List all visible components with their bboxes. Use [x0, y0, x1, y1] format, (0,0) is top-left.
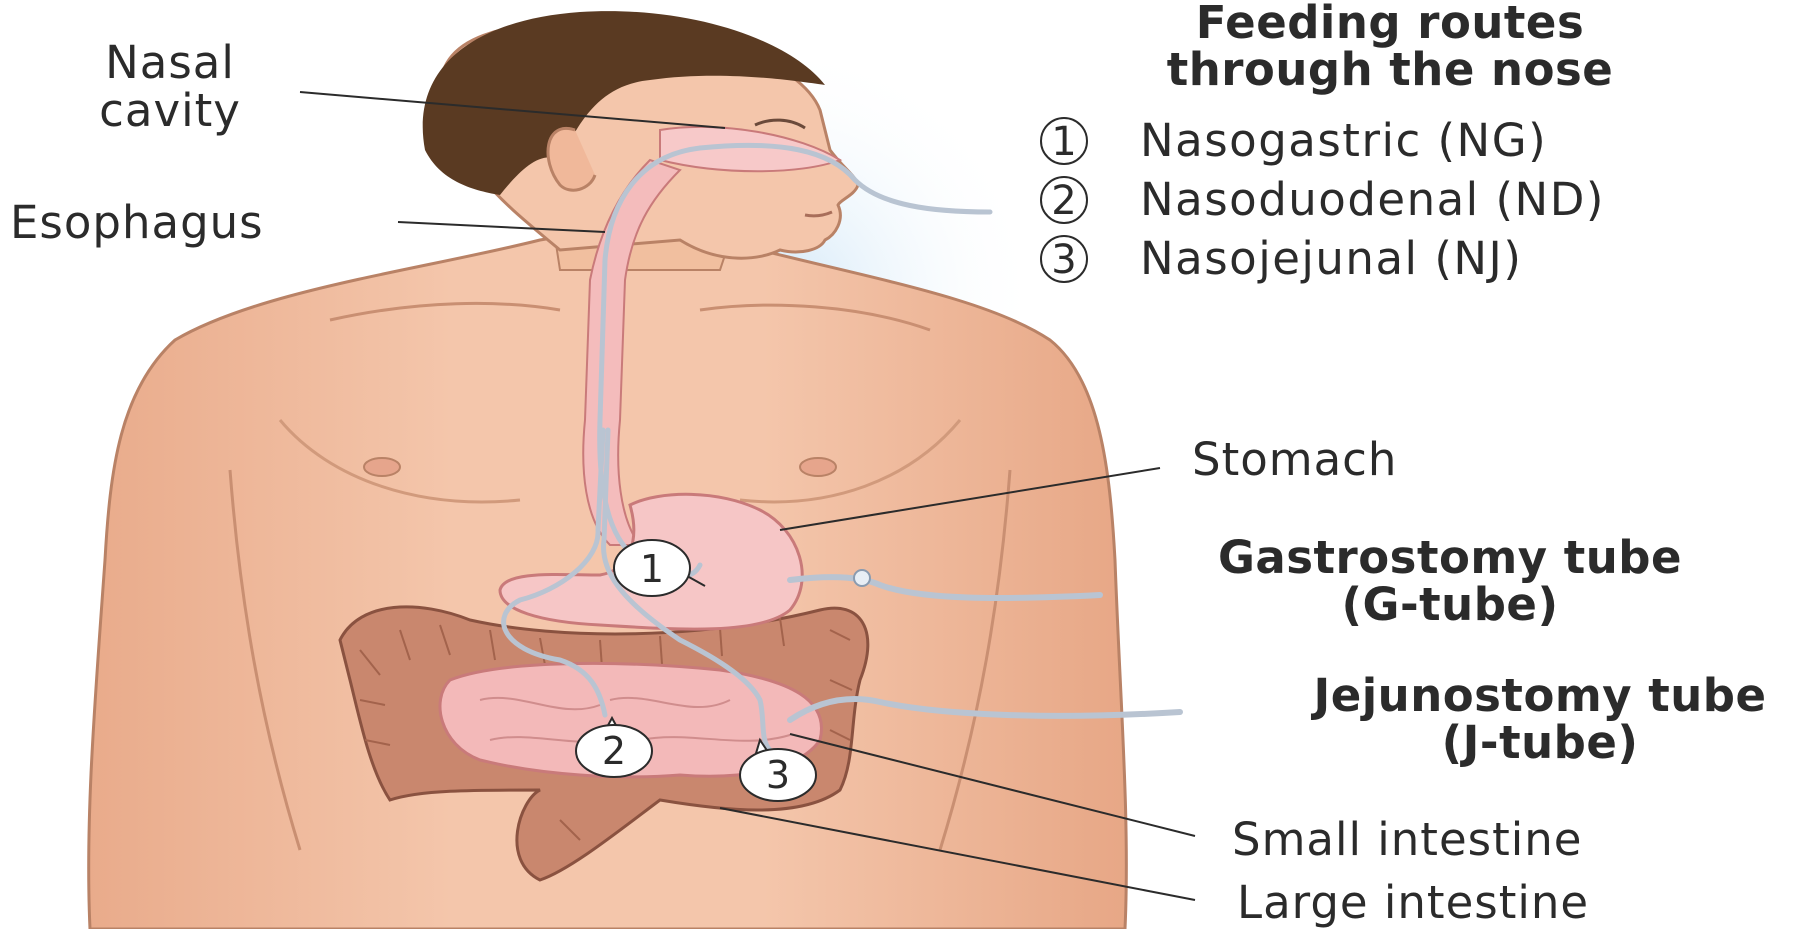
route-item-3: 3 Nasojejunal (NJ)	[1041, 232, 1522, 285]
route-item-1: 1 Nasogastric (NG)	[1041, 114, 1547, 167]
title-line-2: through the nose	[1167, 43, 1614, 96]
route-2-label: Nasoduodenal (ND)	[1140, 173, 1605, 226]
route-3-number: 3	[1051, 237, 1076, 283]
label-stomach: Stomach	[1192, 433, 1397, 486]
label-esophagus: Esophagus	[10, 196, 264, 249]
label-nasal-cavity-line-2: cavity	[99, 84, 241, 137]
marker-3-number: 3	[766, 753, 790, 797]
label-gastrostomy-tube-line-1: Gastrostomy tube	[1218, 531, 1682, 584]
label-small-intestine: Small intestine	[1232, 813, 1582, 866]
route-legend: 1 Nasogastric (NG) 2 Nasoduodenal (ND) 3…	[1041, 114, 1605, 285]
route-2-number: 2	[1051, 178, 1076, 224]
g-tube-port	[854, 570, 870, 586]
route-3-label: Nasojejunal (NJ)	[1140, 232, 1522, 285]
marker-1-number: 1	[640, 547, 664, 591]
title-line-1: Feeding routes	[1196, 0, 1584, 49]
label-jejunostomy-tube-line-1: Jejunostomy tube	[1310, 669, 1766, 722]
route-1-number: 1	[1051, 119, 1076, 165]
label-nasal-cavity-line-1: Nasal	[105, 36, 235, 89]
label-jejunostomy-tube-line-2: (J-tube)	[1442, 716, 1639, 769]
route-item-2: 2 Nasoduodenal (ND)	[1041, 173, 1605, 226]
nipple-left	[364, 458, 400, 476]
nipple-right	[800, 458, 836, 476]
label-gastrostomy-tube-line-2: (G-tube)	[1341, 578, 1558, 631]
label-large-intestine: Large intestine	[1237, 876, 1589, 929]
marker-2-number: 2	[602, 729, 626, 773]
route-1-label: Nasogastric (NG)	[1140, 114, 1547, 167]
marker-1: 1	[614, 540, 690, 596]
